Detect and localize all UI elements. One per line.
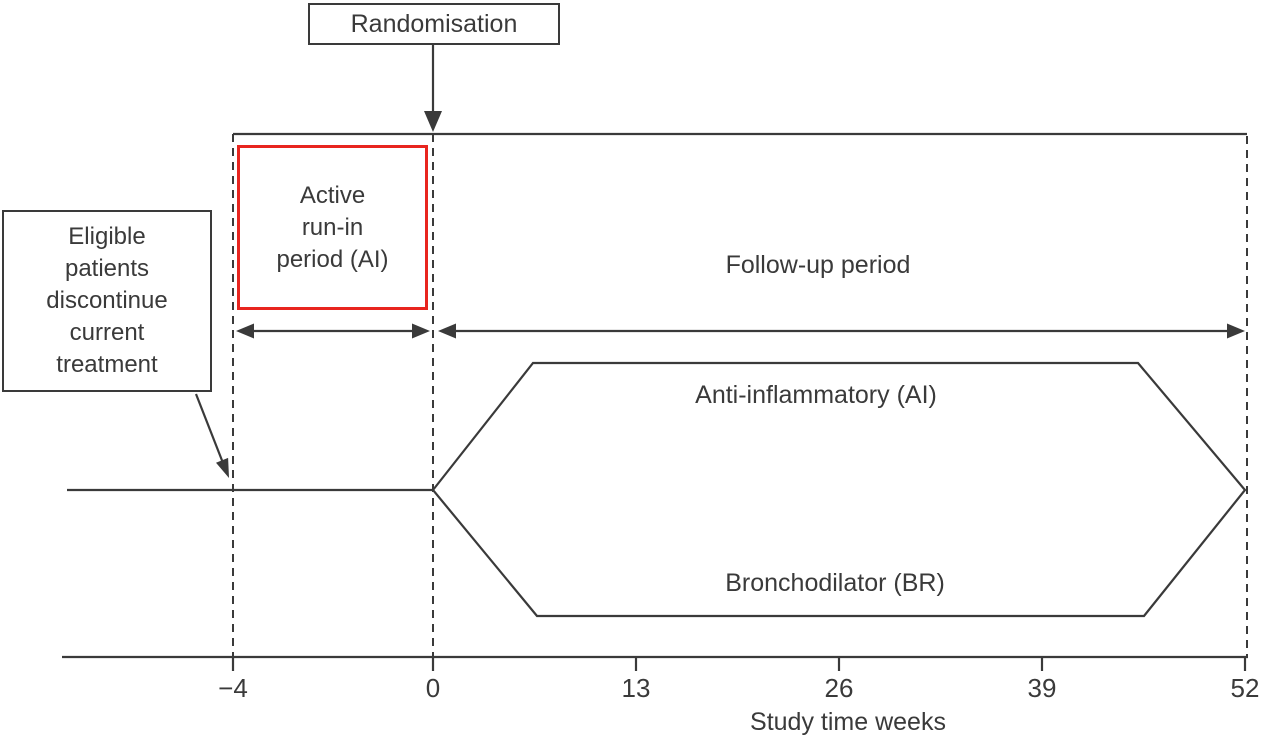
timeline-axis (62, 655, 1248, 671)
arm-bronchodilator-label: Bronchodilator (BR) (725, 569, 945, 597)
tick-label-13: 13 (621, 673, 651, 703)
randomisation-arrow (424, 45, 442, 132)
eligible-patients-box: Eligible patients discontinue current tr… (2, 210, 212, 392)
tick-label-52: 52 (1230, 673, 1260, 703)
eligible-line-3: discontinue (46, 287, 168, 314)
tick-label-39: 39 (1027, 673, 1057, 703)
eligible-line-5: treatment (56, 351, 158, 378)
tick-label-neg4: −4 (218, 673, 248, 703)
active-run-in-box: Active run-in period (AI) (237, 145, 428, 310)
randomisation-label: Randomisation (350, 9, 518, 38)
axis-title: Study time weeks (750, 708, 946, 736)
run-in-span-left-arrowhead-icon (236, 323, 254, 339)
randomisation-box: Randomisation (308, 3, 560, 45)
run-in-span-right-arrowhead-icon (412, 323, 430, 339)
arm-anti-inflammatory-label: Anti-inflammatory (AI) (695, 381, 937, 409)
randomisation-arrowhead-icon (424, 111, 442, 132)
treatment-arms-hexagon (431, 361, 1247, 618)
eligible-note-arrow-stem (194, 393, 225, 464)
eligible-note-arrow (194, 393, 229, 478)
run-in-line-1: Active (299, 181, 366, 209)
run-in-span-arrow (236, 323, 430, 339)
eligible-note-arrowhead-icon (216, 457, 229, 478)
eligible-line-1: Eligible (68, 223, 146, 250)
eligible-line-4: current (69, 319, 145, 346)
run-in-line-3: period (AI) (276, 245, 389, 273)
tick-label-0: 0 (425, 673, 441, 703)
run-in-line-2: run-in (301, 213, 364, 241)
boundary-dashed-lines (232, 134, 1248, 657)
follow-up-period-label: Follow-up period (725, 251, 911, 279)
follow-up-span-right-arrowhead-icon (1227, 323, 1245, 339)
tick-label-26: 26 (824, 673, 854, 703)
eligible-line-2: patients (64, 255, 150, 282)
follow-up-span-arrow (438, 323, 1245, 339)
follow-up-span-left-arrowhead-icon (438, 323, 456, 339)
